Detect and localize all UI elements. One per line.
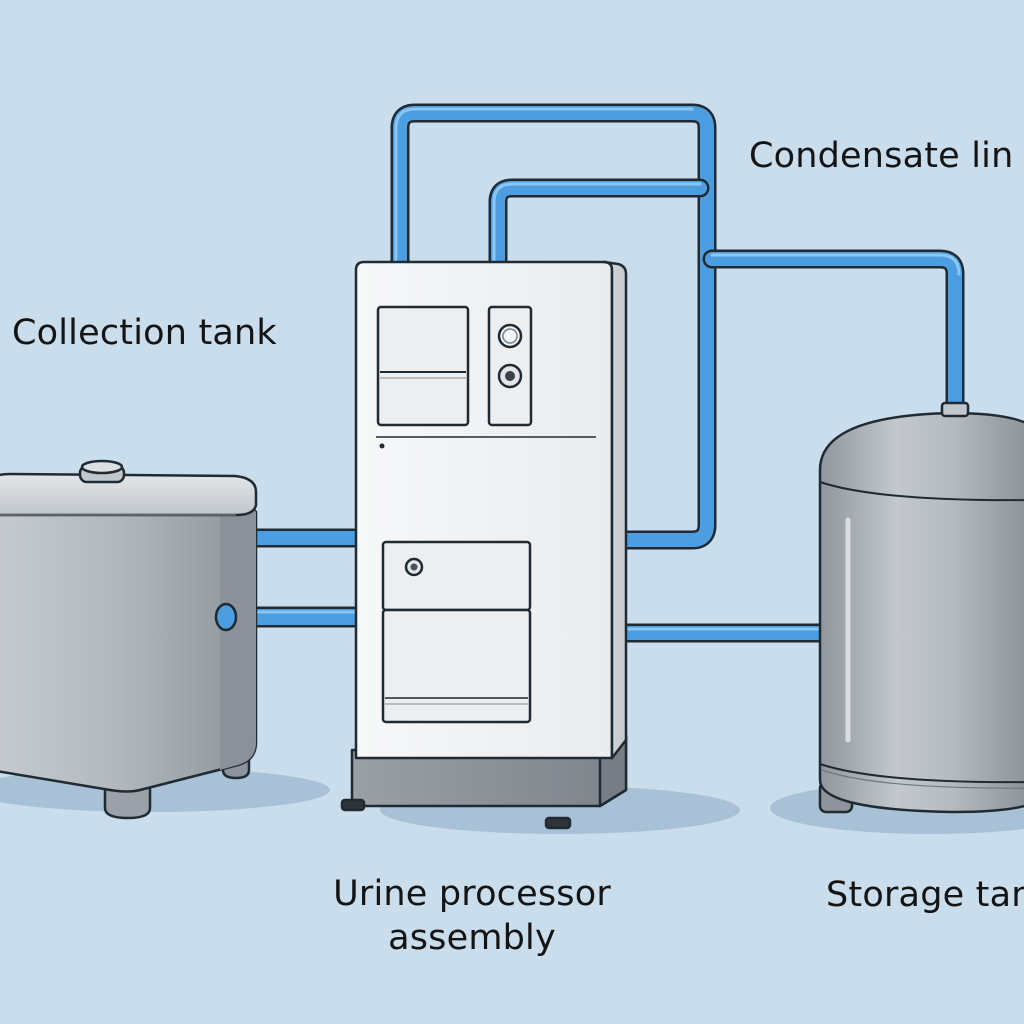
pipe-to-storage-top <box>702 249 965 414</box>
processor-top-panel <box>376 305 470 427</box>
processor-label-line-1: Urine processor <box>333 874 611 914</box>
processor-label-line-2: assembly <box>388 918 556 958</box>
collection-tank-port <box>214 602 238 632</box>
storage-tank <box>818 401 1024 814</box>
collection-tank-label: Collection tank <box>12 313 277 353</box>
storage-tank-label: Storage tan <box>826 875 1024 915</box>
processor-upper-drawer <box>381 540 532 612</box>
processor-indicator-light <box>497 323 523 349</box>
collection-tank <box>0 459 258 820</box>
pipe-condensate-line <box>488 178 710 272</box>
storage-tank-nozzle <box>940 401 970 418</box>
processor-lower-drawer <box>381 608 532 724</box>
urine-processor-assembly <box>340 260 628 830</box>
urine-processor-assembly-label: Urine processor assembly <box>322 872 622 960</box>
condensate-line-label: Condensate lin <box>749 136 1014 176</box>
pipes <box>213 103 965 643</box>
processor-foot <box>544 816 572 830</box>
processor-foot <box>340 798 366 812</box>
